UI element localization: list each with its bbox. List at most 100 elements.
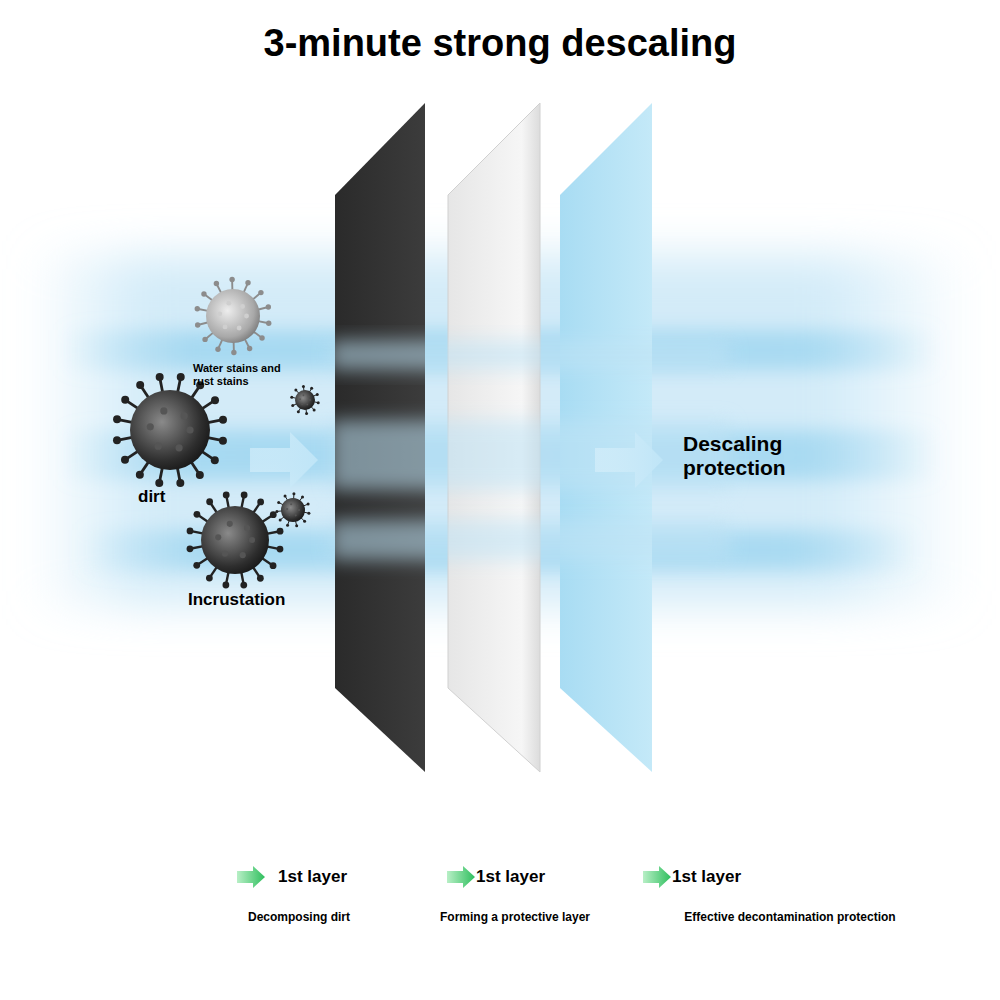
layer-description: Effective decontamination protection — [684, 911, 895, 925]
particle-dot — [308, 396, 310, 398]
particle-tip — [266, 304, 271, 309]
particle-dot — [147, 423, 154, 430]
particle — [290, 385, 319, 415]
particle-tip — [113, 436, 121, 444]
flow-arrow — [595, 432, 663, 488]
particle-tip — [270, 511, 277, 518]
particle-tip — [294, 389, 297, 392]
particle-tip — [277, 528, 284, 535]
particle-tip — [279, 518, 282, 521]
particle-dot — [244, 525, 250, 531]
particle-tip — [307, 503, 310, 506]
particle-tip — [286, 524, 289, 527]
particle-label: Water stains and rust stains — [193, 362, 301, 387]
particle-tip — [219, 416, 227, 424]
result-label: Descaling protection — [683, 432, 833, 480]
particle-dot — [186, 426, 193, 433]
particle-tip — [211, 396, 219, 404]
particle-dot — [301, 403, 303, 405]
layer-description: Decomposing dirt — [248, 911, 350, 925]
particle-tip — [196, 471, 204, 479]
green-arrow — [237, 866, 265, 888]
particle-dot — [306, 404, 308, 406]
particle-body — [295, 390, 315, 410]
particle-tip — [136, 471, 144, 479]
layer-name: 1st layer — [476, 867, 545, 887]
particle-tip — [219, 437, 227, 445]
particle-tip — [316, 393, 319, 396]
particle-label: Incrustation — [188, 590, 285, 610]
particle-tip — [257, 575, 264, 582]
layer-name: 1st layer — [672, 867, 741, 887]
particle-dot — [222, 551, 228, 557]
particle-tip — [211, 456, 219, 464]
particle-tip — [155, 479, 163, 487]
particle — [195, 277, 272, 355]
particle-dot — [303, 394, 305, 396]
particles — [113, 277, 320, 589]
particle-tip — [291, 404, 294, 407]
particle-tip — [136, 381, 144, 389]
particle — [113, 373, 227, 487]
particle-dot — [299, 398, 301, 400]
particle-tip — [284, 494, 287, 497]
particle-tip — [176, 479, 184, 487]
particle-tip — [223, 492, 230, 499]
particle-tip — [214, 281, 219, 286]
particle-dot — [309, 399, 311, 401]
particle-dot — [240, 304, 245, 309]
particle-tip — [303, 520, 306, 523]
particle-dot — [240, 552, 246, 558]
particle-tip — [292, 492, 295, 495]
particle-tip — [206, 498, 213, 505]
layer-name: 1st layer — [278, 867, 347, 887]
particle-tip — [297, 410, 300, 413]
particle-body — [201, 506, 269, 574]
particle-dot — [249, 537, 255, 543]
particle-tip — [317, 401, 320, 404]
particle-tip — [195, 322, 200, 327]
particle-tip — [290, 396, 293, 399]
particle-tip — [270, 562, 277, 569]
particle-dot — [227, 521, 233, 527]
layer-description: Forming a protective layer — [440, 911, 590, 925]
particle-dot — [290, 503, 292, 505]
particle-tip — [241, 492, 248, 499]
particle-label: dirt — [138, 487, 165, 507]
particle-tip — [195, 306, 200, 311]
particle-tip — [201, 291, 206, 296]
particle-dot — [160, 407, 167, 414]
particle-tip — [277, 501, 280, 504]
particle — [275, 492, 310, 527]
particle-dot — [155, 443, 162, 450]
particle-tip — [187, 545, 194, 552]
particle-tip — [277, 546, 284, 553]
particle-tip — [215, 347, 220, 352]
particle-tip — [240, 582, 247, 589]
haze-streak — [330, 420, 730, 490]
particle-tip — [121, 456, 129, 464]
particle-tip — [194, 511, 201, 518]
particle-tip — [257, 499, 264, 506]
particle-tip — [206, 575, 213, 582]
particle-dot — [217, 311, 222, 316]
title: 3-minute strong descaling — [0, 22, 1000, 66]
haze-front — [330, 340, 730, 560]
particle-tip — [193, 562, 200, 569]
particle-tip — [156, 373, 164, 381]
particle-tip — [258, 290, 263, 295]
particle-dot — [226, 301, 231, 306]
particle-tip — [187, 527, 194, 534]
particle-dot — [286, 508, 288, 510]
flow-arrow — [250, 432, 318, 488]
particle-tip — [177, 373, 185, 381]
particle-tip — [301, 495, 304, 498]
haze-streak — [330, 520, 730, 560]
particle-dot — [295, 514, 297, 516]
particle-tip — [295, 524, 298, 527]
particle-tip — [302, 385, 305, 388]
particle-tip — [222, 582, 229, 589]
particle-tip — [313, 408, 316, 411]
particle-dot — [298, 509, 300, 511]
particle-body — [281, 498, 305, 522]
